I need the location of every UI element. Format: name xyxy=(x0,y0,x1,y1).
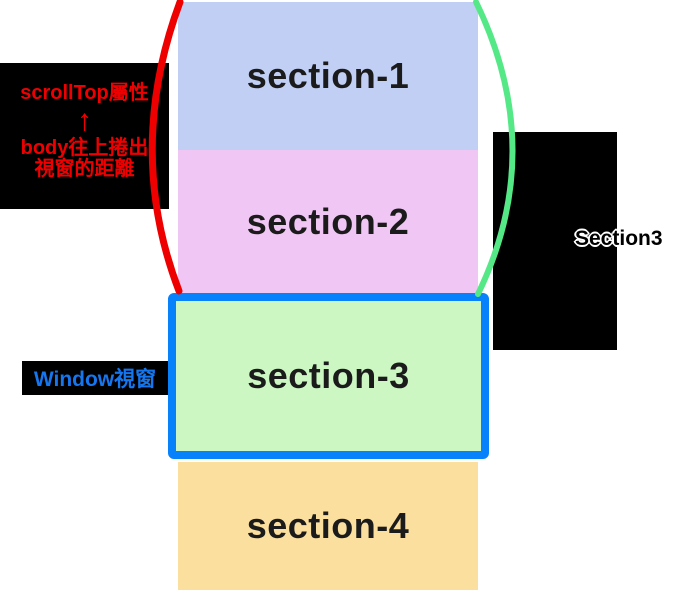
section-4-label: section-4 xyxy=(246,505,410,546)
right-annotation-label: Section3 xyxy=(575,227,663,250)
section-1-block: section-1 xyxy=(178,2,478,150)
section-3-label: section-3 xyxy=(247,355,410,396)
section-2-label: section-2 xyxy=(246,200,410,242)
scrolltop-desc-line-1: body往上捲出 xyxy=(20,137,149,159)
section-1-label: section-1 xyxy=(246,55,410,96)
scrolltop-property-text: scrollTop屬性 xyxy=(20,82,149,104)
scrolltop-desc-line-2: 視窗的距離 xyxy=(34,158,135,180)
section-4-block: section-4 xyxy=(178,462,478,590)
section-2-block: section-2 xyxy=(178,150,478,293)
scrolltop-annotation-box: scrollTop屬性 ↑ body往上捲出 視窗的距離 xyxy=(0,63,169,209)
window-viewport-box: section-3 xyxy=(168,293,489,459)
up-arrow-icon: ↑ xyxy=(77,104,92,137)
window-annotation-box: Window視窗 xyxy=(22,361,168,395)
window-label: Window視窗 xyxy=(33,368,157,391)
